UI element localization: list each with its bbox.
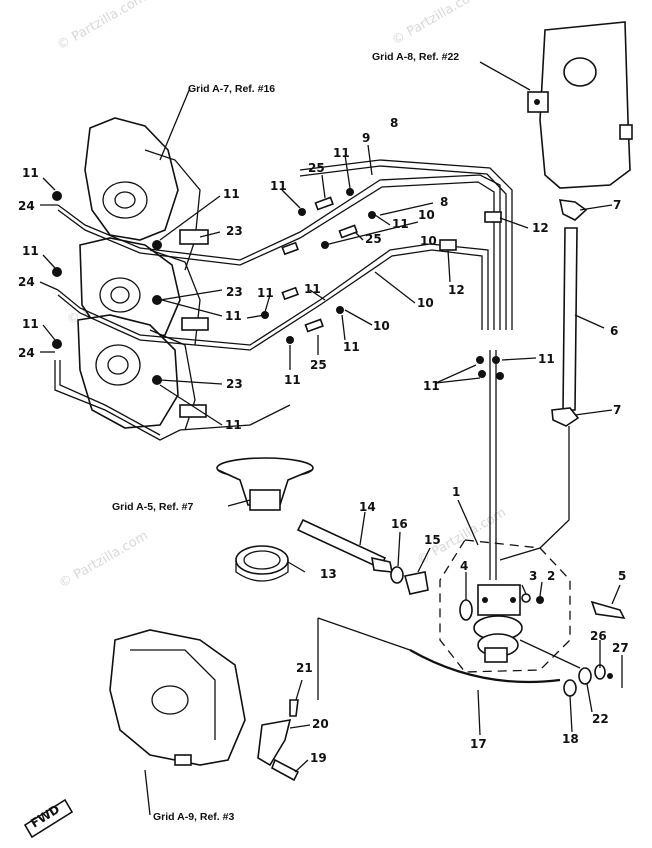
callout-11c: 11 — [22, 244, 39, 258]
callout-11m: 11 — [284, 373, 301, 387]
callout-2: 2 — [547, 569, 555, 583]
callout-23b: 23 — [226, 285, 243, 299]
callout-11d: 11 — [225, 309, 242, 323]
callout-7a: 7 — [613, 198, 621, 212]
fitting — [152, 240, 162, 250]
callout-18: 18 — [562, 732, 579, 746]
callout-8a: 8 — [390, 116, 398, 130]
watermark: © Partzilla.com — [57, 528, 151, 591]
fuel-hoses — [54, 159, 513, 580]
callout-25b: 25 — [365, 232, 382, 246]
callout-14: 14 — [359, 500, 376, 514]
callout-22: 22 — [592, 712, 609, 726]
grid-ref-a9: Grid A-9, Ref. #3 — [153, 811, 234, 823]
outlet-parts — [519, 639, 623, 688]
callout-10d: 10 — [373, 319, 390, 333]
fitting — [52, 339, 62, 349]
callout-23c: 23 — [226, 377, 243, 391]
callout-numbers: 1 2 3 4 5 6 7 7 8 8 9 10 10 10 10 11 11 … — [18, 116, 629, 765]
callout-13: 13 — [320, 567, 337, 581]
linkage-parts — [257, 617, 577, 782]
fuel-filter — [527, 21, 633, 221]
fitting — [286, 336, 294, 344]
callout-24b: 24 — [18, 275, 35, 289]
callout-10a: 10 — [418, 208, 435, 222]
callout-21: 21 — [296, 661, 313, 675]
fitting — [368, 211, 376, 219]
callout-11g: 11 — [270, 179, 287, 193]
callout-11i: 11 — [392, 217, 409, 231]
part-5-fitting — [590, 600, 626, 620]
grid-references: Grid A-7, Ref. #16 Grid A-8, Ref. #22 Gr… — [112, 51, 459, 823]
callout-10c: 10 — [417, 296, 434, 310]
callout-23a: 23 — [226, 224, 243, 238]
callout-11l: 11 — [343, 340, 360, 354]
pulley-ref — [216, 457, 314, 511]
callout-25a: 25 — [308, 161, 325, 175]
fitting — [496, 372, 504, 380]
callout-24c: 24 — [18, 346, 35, 360]
fitting — [478, 370, 486, 378]
fitting — [152, 375, 162, 385]
callout-11e: 11 — [22, 317, 39, 331]
watermark: © Partzilla.com — [55, 0, 149, 53]
watermark: © Partzilla.com — [390, 0, 484, 48]
pump-drive-parts — [235, 518, 429, 595]
fwd-arrow: FWD — [23, 798, 74, 839]
callout-10b: 10 — [420, 234, 437, 248]
callout-5: 5 — [618, 569, 626, 583]
callout-26: 26 — [590, 629, 607, 643]
fitting — [476, 356, 484, 364]
crankcase — [109, 629, 246, 766]
callout-27: 27 — [612, 641, 629, 655]
grid-ref-a7: Grid A-7, Ref. #16 — [188, 83, 275, 95]
callout-11b: 11 — [223, 187, 240, 201]
leader-lines — [39, 61, 623, 816]
fuel-pump-assembly — [439, 539, 571, 673]
callout-24a: 24 — [18, 199, 35, 213]
hose-clamp — [439, 239, 457, 251]
fuel-hose-6 — [499, 227, 580, 561]
callout-11h: 11 — [333, 146, 350, 160]
fitting — [52, 267, 62, 277]
callout-12b: 12 — [448, 283, 465, 297]
callout-9: 9 — [362, 131, 370, 145]
callout-7b: 7 — [613, 403, 621, 417]
callout-12a: 12 — [532, 221, 549, 235]
grid-ref-a8: Grid A-8, Ref. #22 — [372, 51, 459, 63]
callout-11f: 11 — [225, 418, 242, 432]
callout-19: 19 — [310, 751, 327, 765]
callout-20: 20 — [312, 717, 329, 731]
callout-6: 6 — [610, 324, 618, 338]
callout-25c: 25 — [310, 358, 327, 372]
callout-11k: 11 — [304, 282, 321, 296]
callout-17: 17 — [470, 737, 487, 751]
callout-11j: 11 — [257, 286, 274, 300]
callout-11n: 11 — [538, 352, 555, 366]
callout-3: 3 — [529, 569, 537, 583]
callout-11a: 11 — [22, 166, 39, 180]
fitting — [298, 208, 306, 216]
fitting — [492, 356, 500, 364]
callout-16: 16 — [391, 517, 408, 531]
callout-8b: 8 — [440, 195, 448, 209]
hose-clamp — [484, 211, 502, 223]
hose-fittings — [52, 188, 504, 385]
callout-4: 4 — [460, 559, 468, 573]
grid-ref-a5: Grid A-5, Ref. #7 — [112, 501, 193, 513]
callout-1: 1 — [452, 485, 460, 499]
fitting — [52, 191, 62, 201]
carburetor-bank — [77, 117, 209, 431]
fitting — [336, 306, 344, 314]
fitting — [152, 295, 162, 305]
callout-11o: 11 — [423, 379, 440, 393]
fitting — [346, 188, 354, 196]
callout-15: 15 — [424, 533, 441, 547]
